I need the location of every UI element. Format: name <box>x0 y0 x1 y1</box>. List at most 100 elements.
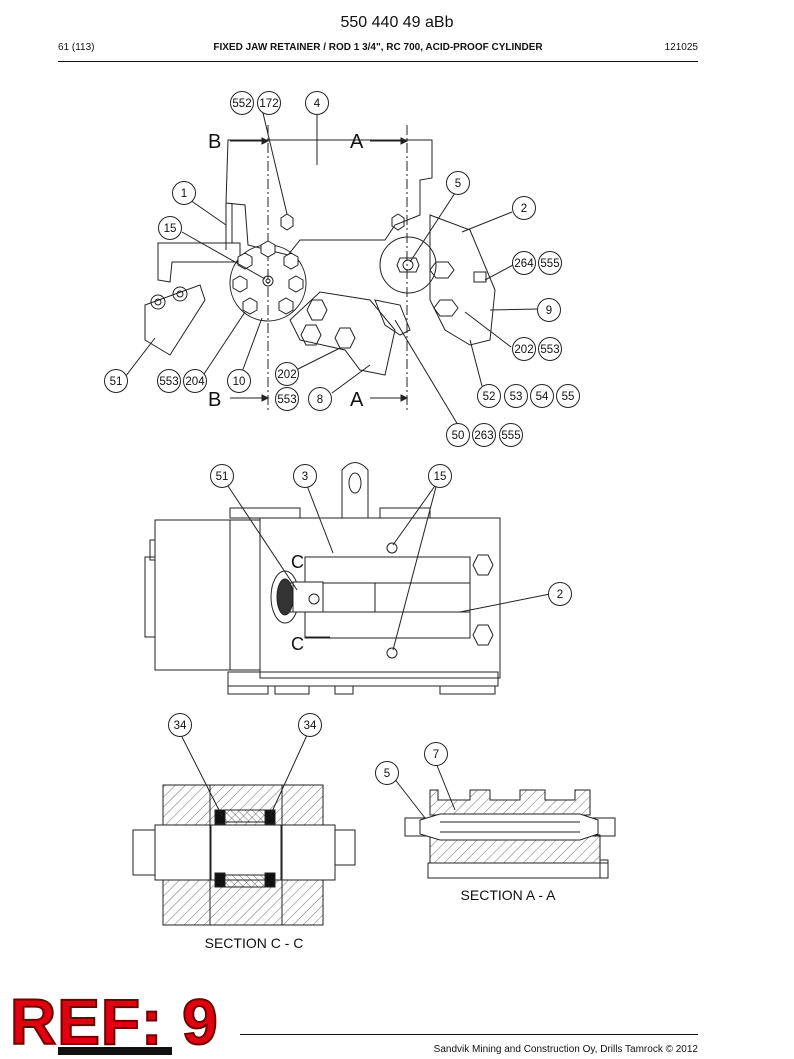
callout-circle <box>446 171 470 195</box>
reference-label: REF: 9 <box>9 985 219 1059</box>
callout-number: 555 <box>501 430 520 442</box>
callout-number: 553 <box>540 344 559 356</box>
callout-circle <box>512 337 536 361</box>
callout-number: 263 <box>474 430 493 442</box>
callout-number: 1 <box>181 188 187 200</box>
callout-circle <box>210 464 234 488</box>
callout-circle <box>227 369 251 393</box>
callout-circle <box>504 384 528 408</box>
callout-circle <box>183 369 207 393</box>
callout-circle <box>424 742 448 766</box>
callout-circle <box>537 298 561 322</box>
callout-number: 202 <box>277 369 296 381</box>
callout-circle <box>298 713 322 737</box>
date-code: 121025 <box>664 42 698 53</box>
section-mark-b-top: B <box>208 131 221 153</box>
part-callout: 51 <box>210 464 234 488</box>
callout-number: 2 <box>557 589 563 601</box>
callout-number: 5 <box>455 178 461 190</box>
callout-number: 10 <box>233 376 246 388</box>
part-callout: 555 <box>499 423 523 447</box>
callout-circle <box>472 423 496 447</box>
section-mark-a-top: A <box>350 131 364 153</box>
callout-number: 55 <box>562 391 575 403</box>
header-divider <box>58 61 698 62</box>
callout-circle <box>257 91 281 115</box>
callout-number: 555 <box>540 258 559 270</box>
part-callout: 15 <box>428 464 452 488</box>
part-callout: 552 <box>230 91 254 115</box>
part-callout: 51 <box>104 369 128 393</box>
section-c-c-caption: SECTION C - C <box>205 935 304 951</box>
part-callout: 7 <box>424 742 448 766</box>
part-callout: 553 <box>157 369 181 393</box>
callout-circle <box>512 196 536 220</box>
callout-number: 52 <box>483 391 496 403</box>
callout-circle <box>158 216 182 240</box>
callout-number: 3 <box>302 471 308 483</box>
page-header: 61 (113) FIXED JAW RETAINER / ROD 1 3/4"… <box>58 42 698 56</box>
callout-number: 553 <box>277 394 296 406</box>
part-callout: 34 <box>168 713 192 737</box>
callout-circle <box>499 423 523 447</box>
callout-number: 5 <box>384 768 390 780</box>
callout-number: 51 <box>216 471 229 483</box>
part-callout: 264 <box>512 251 536 275</box>
callout-number: 172 <box>259 98 278 110</box>
callout-number: 553 <box>159 376 178 388</box>
section-mark-a-bottom: A <box>350 389 364 411</box>
part-callout: 52 <box>477 384 501 408</box>
callout-circle <box>293 464 317 488</box>
callout-circle <box>168 713 192 737</box>
callout-circle <box>275 362 299 386</box>
part-callout: 34 <box>298 713 322 737</box>
callout-circle <box>157 369 181 393</box>
callout-number: 34 <box>174 720 187 732</box>
part-callout: 8 <box>308 387 332 411</box>
document-code: 550 440 49 aBb <box>340 14 454 31</box>
part-callout: 4 <box>305 91 329 115</box>
callout-number: 51 <box>110 376 123 388</box>
part-callout: 172 <box>257 91 281 115</box>
part-callout: 53 <box>504 384 528 408</box>
callout-number: 15 <box>434 471 447 483</box>
callout-number: 264 <box>514 258 534 270</box>
section-a-a-caption: SECTION A - A <box>461 887 557 903</box>
callout-circle <box>230 91 254 115</box>
part-callout: 9 <box>537 298 561 322</box>
section-mark-c-top: C <box>291 552 304 572</box>
top-view <box>124 112 539 426</box>
callout-number: 9 <box>546 305 552 317</box>
callout-number: 34 <box>304 720 317 732</box>
part-callout: 1 <box>172 181 196 205</box>
section-a-a-drawing <box>389 762 616 879</box>
part-callout: 263 <box>472 423 496 447</box>
sandvik-logo <box>58 1047 172 1055</box>
callout-circle <box>104 369 128 393</box>
callout-circle <box>428 464 452 488</box>
part-callout: 553 <box>538 337 562 361</box>
callout-number: 54 <box>536 391 549 403</box>
part-callout: 10 <box>227 369 251 393</box>
side-view <box>144 462 551 695</box>
section-mark-b-bottom: B <box>208 389 221 411</box>
callout-number: 2 <box>521 203 527 215</box>
part-callout: 54 <box>530 384 554 408</box>
footer-copyright: Sandvik Mining and Construction Oy, Dril… <box>433 1044 698 1055</box>
section-mark-c-bottom: C <box>291 634 304 654</box>
callout-number: 7 <box>433 749 439 761</box>
callout-circle <box>446 423 470 447</box>
part-callout: 15 <box>158 216 182 240</box>
part-callout: 202 <box>512 337 536 361</box>
part-callout: 2 <box>512 196 536 220</box>
callout-circle <box>538 337 562 361</box>
callout-circle <box>305 91 329 115</box>
page-title: FIXED JAW RETAINER / ROD 1 3/4", RC 700,… <box>213 42 543 53</box>
callout-number: 204 <box>185 376 205 388</box>
part-callout: 555 <box>538 251 562 275</box>
callout-circle <box>556 384 580 408</box>
part-callout: 5 <box>375 761 399 785</box>
